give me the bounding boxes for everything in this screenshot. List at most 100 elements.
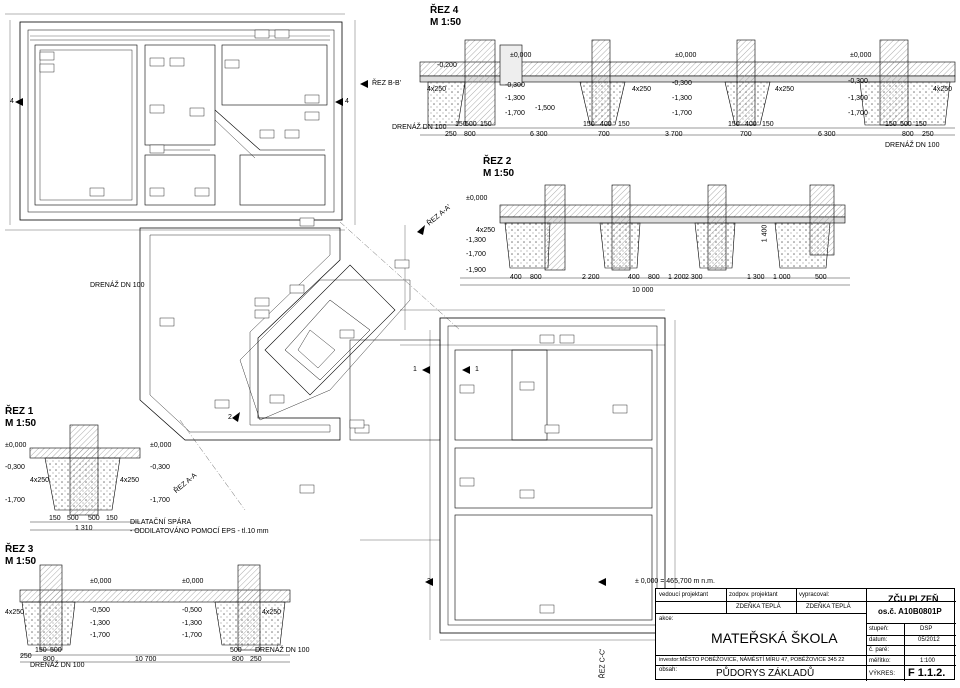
dim-800-b: 800 xyxy=(902,131,914,138)
level-m1700-rez4: -1,700 xyxy=(505,110,525,117)
dim-500-rez2: 500 xyxy=(815,274,827,281)
tb-investor: investor:MĚSTO POBĚŽOVICE, NÁMĚSTÍ MÍRU … xyxy=(659,657,845,663)
dim-150-h: 150 xyxy=(915,121,927,128)
section-2-scale: M 1:50 xyxy=(483,168,515,179)
dim-700-a: 700 xyxy=(598,131,610,138)
section-1-scale: M 1:50 xyxy=(5,418,37,429)
tb-akce-label: akce: xyxy=(659,616,674,622)
level-m1300-rez4-b: -1,300 xyxy=(672,95,692,102)
tb-datum-label: datum: xyxy=(869,637,888,643)
section-mark-bb: ŘEZ B-B' xyxy=(372,80,401,87)
dim-150-c: 150 xyxy=(583,121,595,128)
level-m0300-rez4-c: -0,300 xyxy=(848,78,868,85)
dim-150-rez1-b: 150 xyxy=(106,515,118,522)
tb-org: ZČU PLZEŇ xyxy=(888,594,939,604)
lower-level-tags xyxy=(299,334,628,614)
dim-500-rez3-b: 500 xyxy=(230,647,242,654)
level-m0200: -0,200 xyxy=(437,62,457,69)
level-m0500-rez3-b: -0,500 xyxy=(182,607,202,614)
drainage-label-rez4-left: DRENÁŽ DN 100 xyxy=(392,124,447,131)
level-m1300-rez4-c: -1,300 xyxy=(848,95,868,102)
section-4-scale: M 1:50 xyxy=(430,17,462,28)
dim-400-a: 400 xyxy=(600,121,612,128)
level-m1300-rez2: -1,300 xyxy=(466,237,486,244)
dim-400-rez2: 400 xyxy=(510,274,522,281)
drainage-label-rez4-right: DRENÁŽ DN 100 xyxy=(885,142,940,149)
level-m1700-rez4-b: -1,700 xyxy=(672,110,692,117)
section-3-title: ŘEZ 3 xyxy=(5,544,34,555)
tb-datum: 05/2012 xyxy=(918,637,940,643)
lower-wing-plan xyxy=(349,309,676,641)
tb-osc: os.č. A10B0801P xyxy=(878,607,942,616)
section-mark-cc: ŘEZ C-C' xyxy=(599,648,607,679)
dim-1000-rez2: 1 000 xyxy=(773,274,791,281)
drainage-label-plan: DRENÁŽ DN 100 xyxy=(90,282,145,289)
dim-1300: 1 300 xyxy=(747,274,765,281)
dim-500-rez3: 500 xyxy=(50,647,62,654)
level-m1700-rez4-c: -1,700 xyxy=(848,110,868,117)
dim-150-b: 150 xyxy=(480,121,492,128)
axis-1-left: 1 xyxy=(413,366,417,373)
diagonal-level-tags xyxy=(159,259,410,409)
axis-3: 3 xyxy=(427,578,431,585)
level-m0300-rez1-b: -0,300 xyxy=(150,464,170,471)
diagonal-wing-plan xyxy=(139,221,461,511)
axis-2: 2 xyxy=(228,414,232,421)
section-1-detail xyxy=(29,424,141,531)
section-arrows xyxy=(15,80,606,586)
level-zero-rez4-b: ±0,000 xyxy=(675,52,697,59)
dim-150-e: 150 xyxy=(728,121,740,128)
dim-1310: 1 310 xyxy=(75,525,93,532)
dim-800-rez3: 800 xyxy=(43,656,55,663)
level-m0300-rez1: -0,300 xyxy=(5,464,25,471)
dim-250-b: 250 xyxy=(922,131,934,138)
tb-meritko-label: měřítko: xyxy=(869,658,891,664)
dim-4x250-rez3: 4x250 xyxy=(5,609,25,616)
dim-4x250-rez1: 4x250 xyxy=(30,477,50,484)
tb-pare-label: č. paré: xyxy=(869,647,890,653)
dim-150-rez1: 150 xyxy=(49,515,61,522)
level-m1700-rez1: -1,700 xyxy=(5,497,25,504)
level-zero-rez4: ±0,000 xyxy=(510,52,532,59)
level-m1300-rez4: -1,300 xyxy=(505,95,525,102)
tb-zodpov-label: zodpov. projektant xyxy=(729,592,778,598)
level-zero-rez1: ±0,000 xyxy=(5,442,27,449)
section-1-title: ŘEZ 1 xyxy=(5,406,34,417)
dim-150-a: 150 xyxy=(455,121,467,128)
level-zero-rez4-c: ±0,000 xyxy=(850,52,872,59)
dim-150-rez3: 150 xyxy=(35,647,47,654)
tb-vypracoval-name: ZDEŇKA TEPLÁ xyxy=(806,604,851,610)
tb-obsah-label: obsah: xyxy=(659,667,678,673)
tb-meritko: 1:100 xyxy=(920,658,936,664)
level-m1300-rez3-b: -1,300 xyxy=(182,620,202,627)
level-m1700-rez3-b: -1,700 xyxy=(182,632,202,639)
dim-4x250-rez2: 4x250 xyxy=(476,227,496,234)
dim-400-b: 400 xyxy=(745,121,757,128)
section-4-detail xyxy=(419,39,956,136)
dim-4x250-rez4-d: 4x250 xyxy=(933,86,953,93)
dim-4x250-rez3-b: 4x250 xyxy=(262,609,282,616)
level-m1300-rez3: -1,300 xyxy=(90,620,110,627)
dim-250-rez3-b: 250 xyxy=(250,656,262,663)
level-m1500: -1,500 xyxy=(535,105,555,112)
dim-150-g: 150 xyxy=(885,121,897,128)
section-4-title: ŘEZ 4 xyxy=(430,5,459,16)
section-3-scale: M 1:50 xyxy=(5,556,37,567)
dim-250-a: 250 xyxy=(445,131,457,138)
section-2-detail xyxy=(460,184,850,286)
tb-stupen-label: stupeň: xyxy=(869,626,889,632)
dim-800-a: 800 xyxy=(464,131,476,138)
dim-800-rez3-b: 800 xyxy=(232,656,244,663)
tb-project: MATEŘSKÁ ŠKOLA xyxy=(711,630,838,646)
dim-10000: 10 000 xyxy=(632,287,654,294)
dilatation-note: DILATAČNÍ SPÁRA xyxy=(130,519,192,526)
dim-800-rez2-b: 800 xyxy=(648,274,660,281)
dim-4x250-rez4: 4x250 xyxy=(427,86,447,93)
section-3-detail xyxy=(19,564,291,663)
dim-150-d: 150 xyxy=(618,121,630,128)
tb-zodpov-name: ZDEŇKA TEPLÁ xyxy=(736,604,781,610)
drainage-label-rez3-left: DRENÁŽ DN 100 xyxy=(30,662,85,669)
dim-4x250-rez1-b: 4x250 xyxy=(120,477,140,484)
